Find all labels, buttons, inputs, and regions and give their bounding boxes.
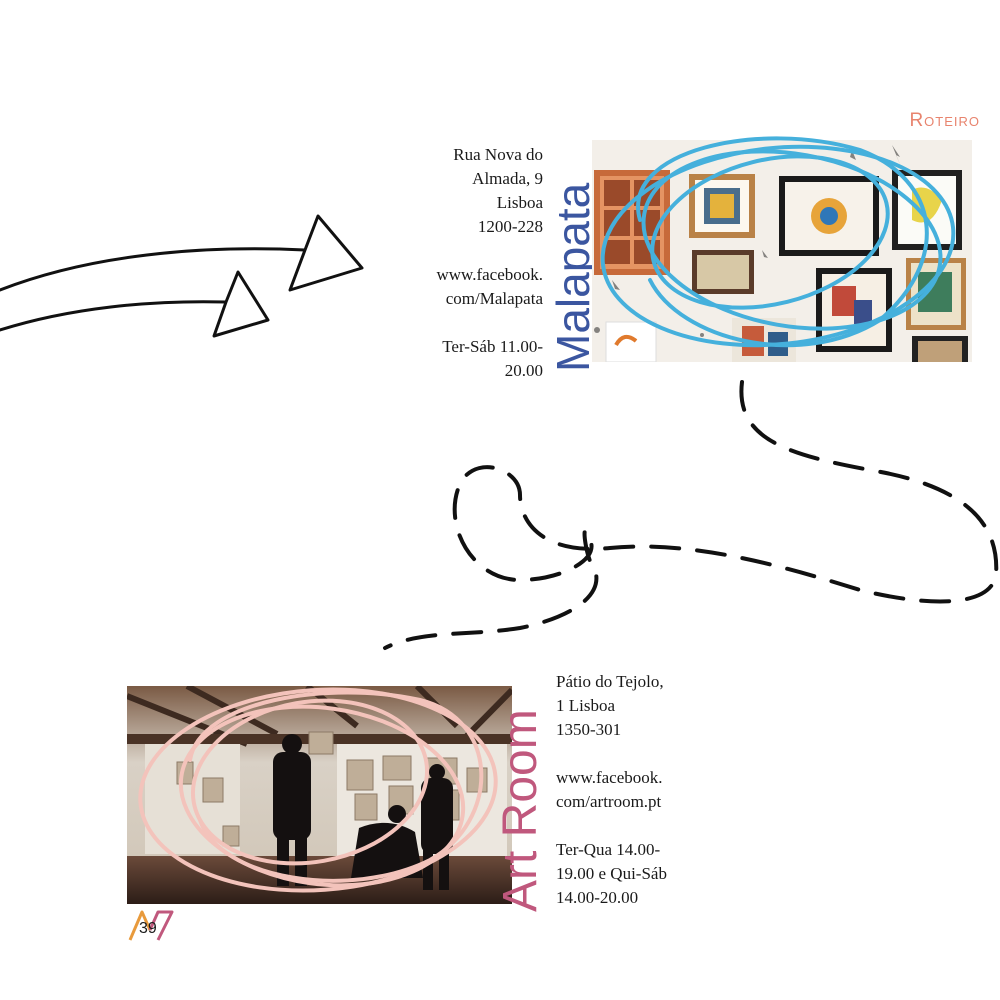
page-number: 39 — [139, 920, 157, 937]
dashed-route — [383, 380, 999, 650]
venue-name-malapata: Malapata — [547, 182, 599, 372]
venue-photo-malapata — [592, 140, 972, 362]
gallery-interior-illustration — [127, 686, 512, 904]
section-label: Roteiro — [909, 110, 980, 131]
hours-line: 14.00-20.00 — [556, 888, 639, 907]
gallery-wall-illustration — [594, 145, 968, 362]
venue-info-art-room: Pátio do Tejolo, 1 Lisboa 1350-301 www.f… — [556, 670, 706, 910]
address-line: Lisboa — [496, 193, 543, 212]
address-line: 1200-228 — [477, 217, 543, 236]
hours-line: 20.00 — [504, 361, 543, 380]
address-line: Almada, 9 — [472, 169, 543, 188]
web-link[interactable]: com/artroom.pt — [556, 792, 662, 811]
arrow-icon — [0, 270, 270, 338]
hours-line: 19.00 e Qui-Sáb — [556, 864, 667, 883]
web-link[interactable]: www.facebook. — [556, 768, 663, 787]
arrow-icon — [0, 214, 364, 292]
address-line: 1350-301 — [556, 720, 622, 739]
hours-line: Ter-Qua 14.00- — [556, 840, 661, 859]
venue-photo-art-room — [127, 686, 512, 904]
venue-info-malapata: Rua Nova do Almada, 9 Lisboa 1200-228 ww… — [380, 143, 543, 383]
hours-line: Ter-Sáb 11.00- — [442, 337, 543, 356]
web-link[interactable]: www.facebook. — [436, 265, 543, 284]
web-link[interactable]: com/Malapata — [445, 289, 543, 308]
address-line: 1 Lisboa — [556, 696, 616, 715]
address-line: Rua Nova do — [453, 145, 543, 164]
address-line: Pátio do Tejolo, — [556, 672, 664, 691]
venue-name-art-room: Art Room — [494, 709, 547, 912]
brand-logo-icon — [128, 910, 174, 941]
